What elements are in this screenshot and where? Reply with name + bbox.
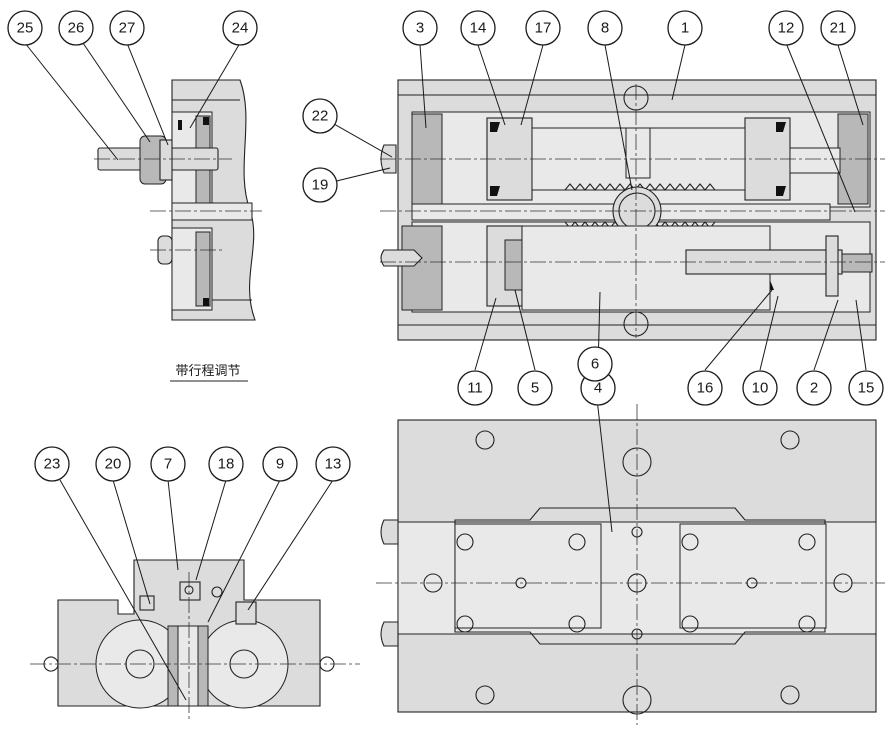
svg-text:18: 18 (218, 456, 235, 473)
callout-16: 16 (687, 370, 723, 406)
svg-text:9: 9 (276, 456, 284, 473)
svg-text:10: 10 (752, 380, 769, 397)
callout-1: 1 (667, 10, 703, 46)
callout-2: 2 (796, 370, 832, 406)
svg-text:15: 15 (858, 380, 875, 397)
callout-11: 11 (457, 370, 493, 406)
callout-24: 24 (222, 10, 258, 46)
callout-10: 10 (742, 370, 778, 406)
callout-17: 17 (525, 10, 561, 46)
svg-text:7: 7 (164, 456, 172, 473)
callout-7: 7 (150, 446, 186, 482)
svg-text:12: 12 (778, 20, 795, 37)
svg-text:13: 13 (325, 456, 342, 473)
callout-6: 6 (577, 346, 613, 382)
svg-text:20: 20 (105, 456, 122, 473)
callout-8: 8 (587, 10, 623, 46)
svg-text:23: 23 (44, 456, 61, 473)
svg-text:5: 5 (531, 380, 539, 397)
callout-13: 13 (315, 446, 351, 482)
svg-text:1: 1 (681, 20, 689, 37)
main-section-view (380, 79, 885, 341)
callout-25: 25 (7, 10, 43, 46)
callout-23: 23 (34, 446, 70, 482)
svg-text:14: 14 (470, 20, 487, 37)
svg-text:19: 19 (312, 177, 329, 194)
callout-18: 18 (208, 446, 244, 482)
cross-section-view (30, 559, 360, 720)
svg-text:22: 22 (312, 108, 329, 125)
svg-text:21: 21 (830, 20, 847, 37)
callout-22: 22 (302, 98, 338, 134)
callout-19: 19 (302, 167, 338, 203)
callout-21: 21 (820, 10, 856, 46)
svg-text:3: 3 (416, 20, 424, 37)
svg-text:11: 11 (467, 380, 483, 397)
callout-15: 15 (848, 370, 884, 406)
callout-27: 27 (109, 10, 145, 46)
callout-5: 5 (517, 370, 553, 406)
callout-20: 20 (95, 446, 131, 482)
top-view (376, 404, 885, 725)
leader-lines (24, 42, 867, 701)
svg-text:4: 4 (594, 380, 602, 397)
callout-3: 3 (402, 10, 438, 46)
svg-text:25: 25 (17, 20, 34, 37)
svg-text:8: 8 (601, 20, 609, 37)
callout-26: 26 (58, 10, 94, 46)
callout-14: 14 (460, 10, 496, 46)
svg-text:2: 2 (810, 380, 818, 397)
callout-12: 12 (768, 10, 804, 46)
svg-text:24: 24 (232, 20, 249, 37)
stroke-adjust-caption: 带行程调节 (175, 364, 240, 379)
callout-9: 9 (262, 446, 298, 482)
svg-text:27: 27 (119, 20, 136, 37)
svg-text:26: 26 (68, 20, 85, 37)
stroke-adjust-detail: 带行程调节 (94, 79, 262, 382)
svg-text:17: 17 (535, 20, 552, 37)
svg-text:6: 6 (591, 356, 599, 373)
svg-text:16: 16 (697, 380, 714, 397)
